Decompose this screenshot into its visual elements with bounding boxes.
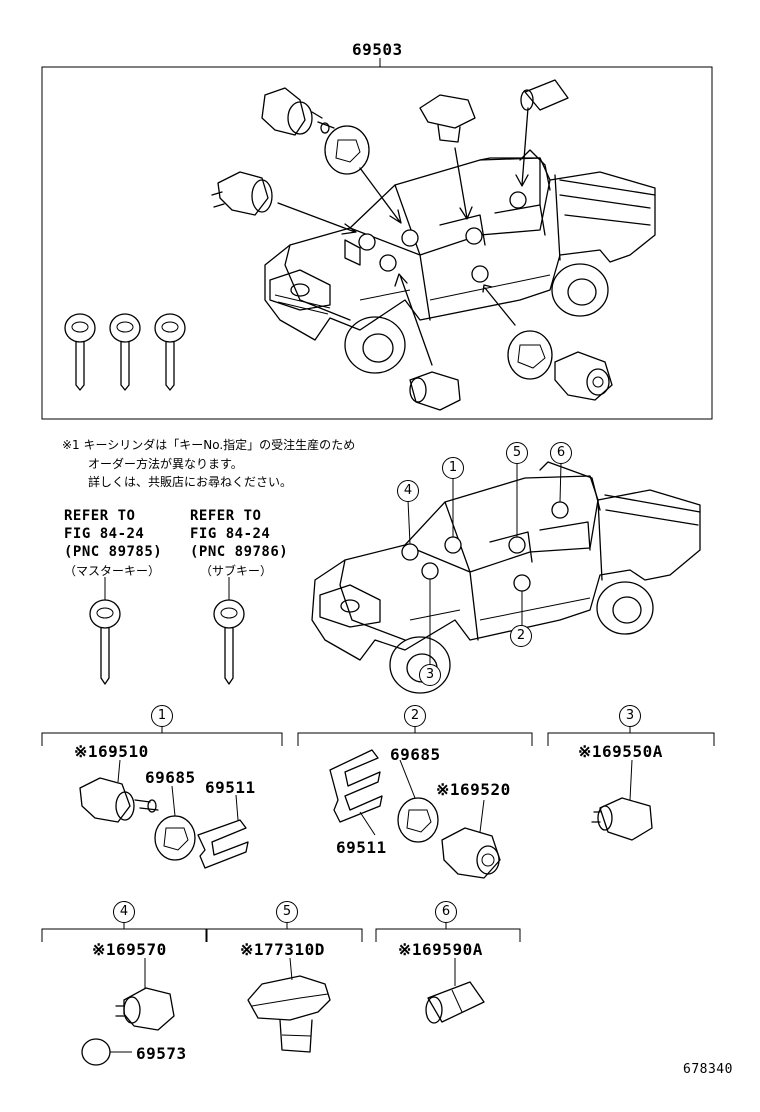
keys-top [64, 313, 186, 391]
top-parts [64, 79, 613, 411]
group4-parts [81, 958, 175, 1066]
group-brackets [41, 726, 715, 942]
part-69685-g2[interactable]: 69685 [390, 745, 441, 764]
group-3-header[interactable]: 3 [619, 705, 641, 727]
callout-1[interactable]: 1 [442, 457, 464, 479]
group3-part [591, 759, 653, 841]
part-69511-g2[interactable]: 69511 [336, 838, 387, 857]
ref-master-line1: REFER TO [64, 508, 136, 524]
note-line-1: ※1 キーシリンダは「キーNo.指定」の受注生産のため [62, 438, 356, 452]
truck-top-illustration [264, 107, 656, 374]
part-69520[interactable]: ※169520 [436, 780, 511, 799]
ref-sub-line4: （サブキー） [200, 564, 273, 578]
keys-middle [89, 577, 245, 685]
ref-master-line4: （マスターキー） [64, 564, 161, 578]
callout-3[interactable]: 3 [419, 664, 441, 686]
note-line-2: オーダー方法が異なります。 [88, 457, 243, 471]
callout-4[interactable]: 4 [397, 480, 419, 502]
part-69570[interactable]: ※169570 [92, 940, 167, 959]
note-line-3: 詳しくは、共販店にお尋ねください。 [88, 475, 293, 489]
group2-parts [329, 749, 501, 879]
ref-sub-line3: (PNC 89786) [190, 544, 289, 560]
group-6-header[interactable]: 6 [435, 901, 457, 923]
group1-parts [79, 759, 249, 869]
assembly-part-number[interactable]: 69503 [352, 40, 403, 59]
part-69511-g1[interactable]: 69511 [205, 778, 256, 797]
ref-sub-line2[interactable]: FIG 84-24 [190, 526, 271, 542]
part-69590A[interactable]: ※169590A [398, 940, 483, 959]
callout-6[interactable]: 6 [550, 442, 572, 464]
callout-2[interactable]: 2 [510, 625, 532, 647]
ref-master-line3: (PNC 89785) [64, 544, 163, 560]
group-1-header[interactable]: 1 [151, 705, 173, 727]
part-69510[interactable]: ※169510 [74, 742, 149, 761]
truck-middle-illustration [311, 461, 701, 694]
part-69550A[interactable]: ※169550A [578, 742, 663, 761]
part-69685-g1[interactable]: 69685 [145, 768, 196, 787]
callout-5[interactable]: 5 [506, 442, 528, 464]
group6-part [425, 958, 485, 1024]
group5-part [247, 957, 331, 1053]
part-77310D[interactable]: ※177310D [240, 940, 325, 959]
group-5-header[interactable]: 5 [276, 901, 298, 923]
group-4-header[interactable]: 4 [113, 901, 135, 923]
figure-id: 678340 [683, 1062, 733, 1077]
assembly-frame [41, 66, 713, 420]
ref-sub-line1: REFER TO [190, 508, 262, 524]
ref-master-line2[interactable]: FIG 84-24 [64, 526, 145, 542]
group-2-header[interactable]: 2 [404, 705, 426, 727]
part-69573[interactable]: 69573 [136, 1044, 187, 1063]
